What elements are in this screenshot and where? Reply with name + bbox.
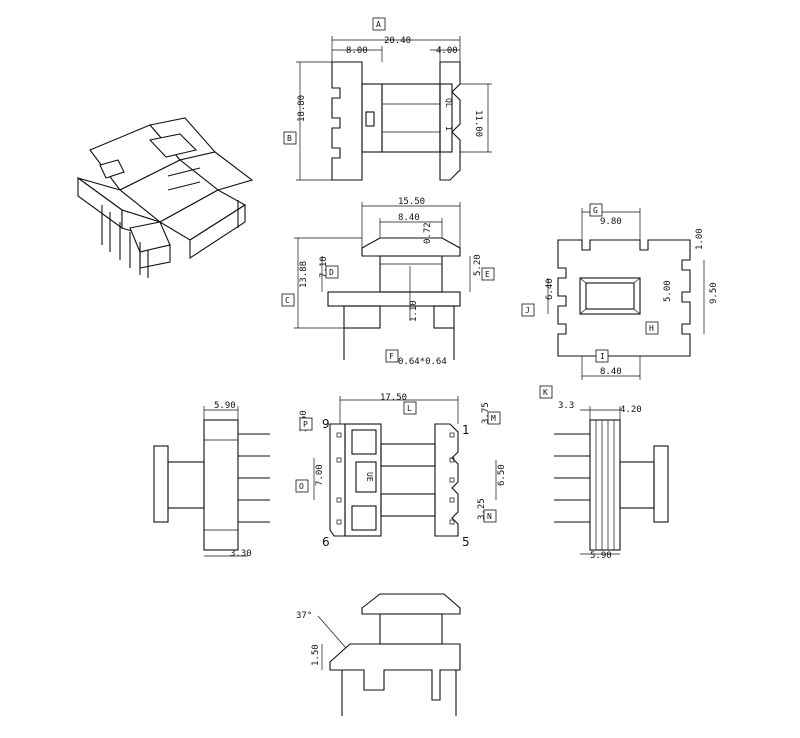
right-pin-view: 3.3 4.20 5.90 K	[539, 385, 669, 561]
label-f: F	[389, 352, 394, 361]
dim-front-total-h: 13.88	[299, 261, 309, 288]
dim-right-bottom: 5.90	[590, 551, 612, 561]
dim-front-core: 1.10	[409, 300, 419, 322]
dim-right-a: 3.3	[558, 401, 574, 411]
dim-pin-size: 0.64*0.64	[398, 357, 447, 367]
dim-front-right-h: 5.20	[473, 254, 483, 276]
dim-top-left: 8.00	[346, 46, 368, 56]
pin-9-label: 9	[322, 417, 330, 431]
dim-side-left: 6.40	[545, 278, 555, 300]
dim-left-bottom: 3.30	[230, 549, 252, 559]
dim-left-top: 5.90	[214, 401, 236, 411]
label-l: L	[407, 404, 412, 413]
dim-top-width: 20.40	[384, 36, 411, 46]
pin-1-label: 1	[462, 423, 470, 437]
label-n: N	[487, 512, 492, 521]
pin-6-label: 6	[322, 535, 330, 549]
side-view: 9.80 1.00 9.50 5.00 6.40 8.40 G H I J	[521, 203, 719, 380]
dim-front-upper-h: 7.10	[319, 256, 329, 278]
front-view: 15.50 8.40 0.72 13.88 7.10 5.20 1.10 0.6…	[281, 197, 495, 367]
left-pin-view: 5.90 3.30	[153, 401, 270, 559]
dim-bottom-width: 17.50	[380, 393, 407, 403]
dim-angle: 37°	[296, 611, 312, 621]
dim-bottom-r3: 3.25	[477, 498, 487, 520]
dim-front-flange: 0.72	[423, 222, 433, 244]
dim-side-bottom: 8.40	[600, 367, 622, 377]
top-pin1-mark: 1	[444, 126, 453, 131]
top-logo: QL	[444, 98, 453, 108]
label-b: B	[287, 134, 292, 143]
top-view: QL 1 20.40 8.00 4.00 18.80 11.00 A B	[283, 17, 492, 181]
label-j: J	[525, 306, 530, 315]
label-o: O	[299, 482, 304, 491]
label-d: D	[329, 268, 334, 277]
dim-side-core: 5.00	[663, 280, 673, 302]
dim-bottom-left: 7.00	[315, 464, 325, 486]
bottom-logo: UE	[365, 472, 374, 482]
dim-top-right: 4.00	[436, 46, 458, 56]
label-k: K	[543, 388, 548, 397]
label-i: I	[600, 352, 605, 361]
dim-side-right: 9.50	[709, 282, 719, 304]
dim-side-top: 9.80	[600, 217, 622, 227]
label-m: M	[491, 414, 496, 423]
label-a: A	[376, 20, 381, 29]
label-p: P	[303, 420, 308, 429]
label-g: G	[593, 206, 598, 215]
isometric-view	[77, 117, 254, 278]
dim-right-b: 4.20	[620, 405, 642, 415]
dim-side-h1: 1.00	[695, 228, 705, 250]
label-h: H	[649, 324, 654, 333]
dim-front-width: 15.50	[398, 197, 425, 207]
lower-front-view: 37° 1.50	[296, 593, 461, 716]
dim-lower-h: 1.50	[311, 644, 321, 666]
bottom-view: UE 17.50 3.50 7.00 3.75 6.50 3.25 9 1 6 …	[295, 393, 507, 549]
dim-front-inner: 8.40	[398, 213, 420, 223]
dim-bottom-r2: 6.50	[497, 464, 507, 486]
dim-bottom-r1: 3.75	[481, 402, 491, 424]
pin-5-label: 5	[462, 535, 470, 549]
dim-top-height: 18.80	[297, 95, 307, 122]
dim-top-window: 11.00	[473, 110, 483, 137]
label-e: E	[485, 270, 490, 279]
label-c: C	[285, 296, 290, 305]
